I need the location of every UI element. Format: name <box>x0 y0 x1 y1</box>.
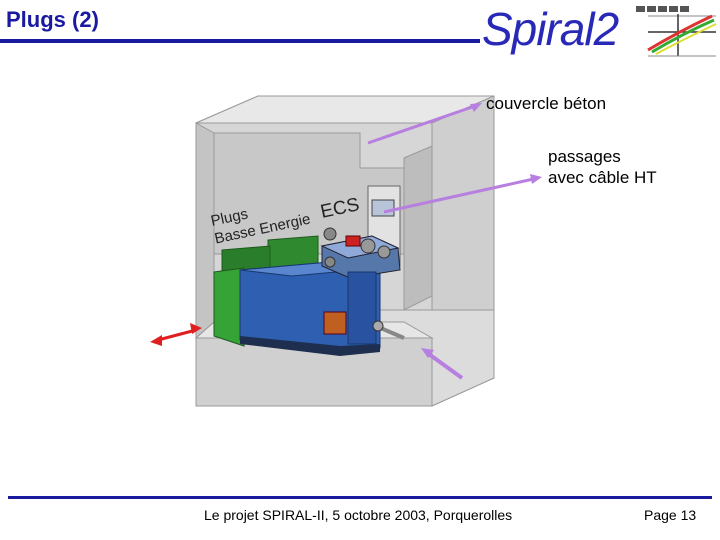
spiral2-logo: Spiral2 <box>478 2 718 58</box>
arrow-feed <box>424 350 464 380</box>
footer-text: Le projet SPIRAL-II, 5 octobre 2003, Por… <box>204 507 513 523</box>
page-number: Page 13 <box>644 507 697 523</box>
arrow-couvercle-head <box>470 103 482 112</box>
green-side-unit <box>213 267 245 347</box>
ecs-knob-2 <box>360 238 376 254</box>
arrow-couvercle <box>367 103 479 145</box>
ecs-knob-1 <box>323 227 337 241</box>
arrow-exit-head-right <box>190 323 202 334</box>
footer-rule <box>8 496 712 499</box>
arrow-passages <box>383 176 539 214</box>
arrow-feed-head <box>421 348 434 358</box>
label-passages-line2: avec câble HT <box>548 168 657 187</box>
logo-icon-row <box>636 6 689 12</box>
ecs-knob-3 <box>377 245 391 259</box>
page-title: Plugs (2) <box>6 7 99 32</box>
machine-base <box>240 336 380 356</box>
concrete-left-wall <box>195 122 215 340</box>
concrete-right-pillar <box>403 145 433 311</box>
label-passages-line1: passages <box>548 147 621 166</box>
feed-rod-flange <box>372 320 384 332</box>
arrow-passages-head <box>530 174 542 184</box>
title-rule <box>0 39 480 43</box>
ecs-red-element <box>345 235 361 247</box>
arrow-exit-head-left <box>150 335 162 346</box>
ecs-knob-4 <box>324 256 336 268</box>
arrow-exit <box>157 328 197 342</box>
orange-hatch <box>323 311 347 335</box>
logo-decoration <box>636 6 717 57</box>
blue-tower <box>347 271 377 345</box>
cable-passage <box>371 199 395 217</box>
logo-text: Spiral2 <box>482 3 619 55</box>
label-passages: passages avec câble HT <box>548 146 657 188</box>
label-couvercle: couvercle béton <box>486 94 607 113</box>
